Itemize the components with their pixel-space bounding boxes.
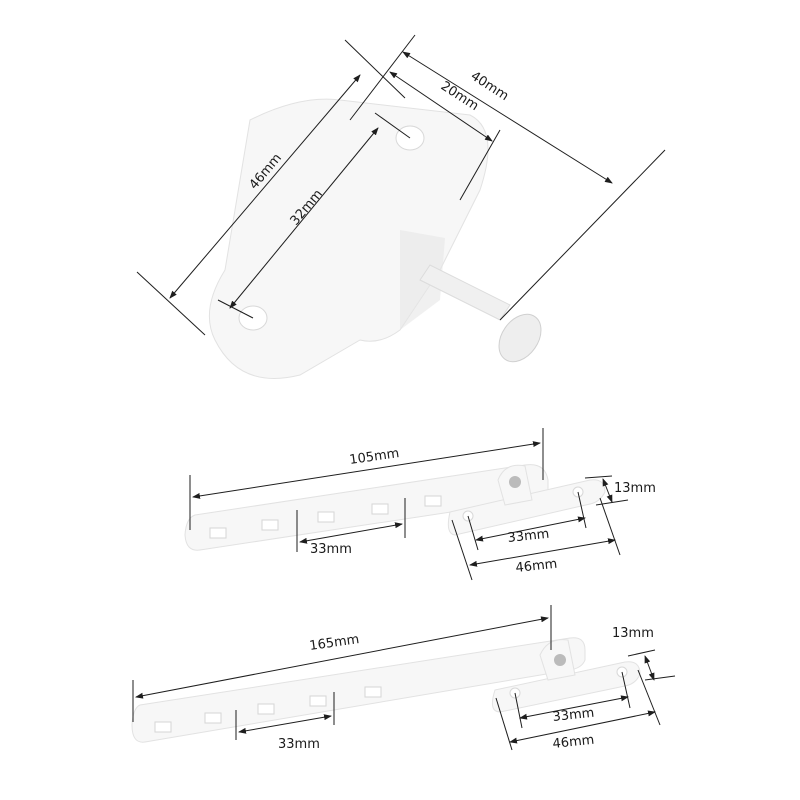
notch	[317, 511, 335, 523]
dim-33mm-notch: 33mm	[278, 737, 320, 752]
notch	[371, 503, 389, 515]
dim-165mm: 165mm	[308, 632, 360, 654]
dim-33mm-notch: 33mm	[310, 542, 352, 557]
notch	[257, 703, 275, 715]
notch	[309, 695, 327, 707]
dim-13mm: 13mm	[612, 626, 654, 641]
pin-head	[498, 313, 542, 363]
dim-13mm: 13mm	[614, 481, 656, 496]
short-arm-dimensions: 105mm 33mm 13mm 33mm 46mm	[189, 428, 656, 581]
dim-105mm: 105mm	[348, 446, 400, 468]
notch	[364, 686, 382, 698]
notch	[424, 495, 442, 507]
notch	[209, 527, 227, 539]
notch	[261, 519, 279, 531]
rivet	[509, 476, 521, 488]
dim-46mm-bracket: 46mm	[515, 557, 558, 576]
rivet	[554, 654, 566, 666]
dim-33mm-bracket: 33mm	[507, 527, 550, 546]
long-arm-dimensions: 165mm 33mm 13mm 33mm 46mm	[132, 605, 676, 752]
dim-33mm-bracket: 33mm	[552, 706, 595, 725]
pin-shaft	[419, 264, 511, 321]
pin-plate-part	[208, 98, 542, 379]
long-arm-part	[131, 637, 641, 743]
notch	[204, 712, 222, 724]
notch	[154, 721, 172, 733]
dim-46mm-bracket: 46mm	[552, 733, 595, 752]
